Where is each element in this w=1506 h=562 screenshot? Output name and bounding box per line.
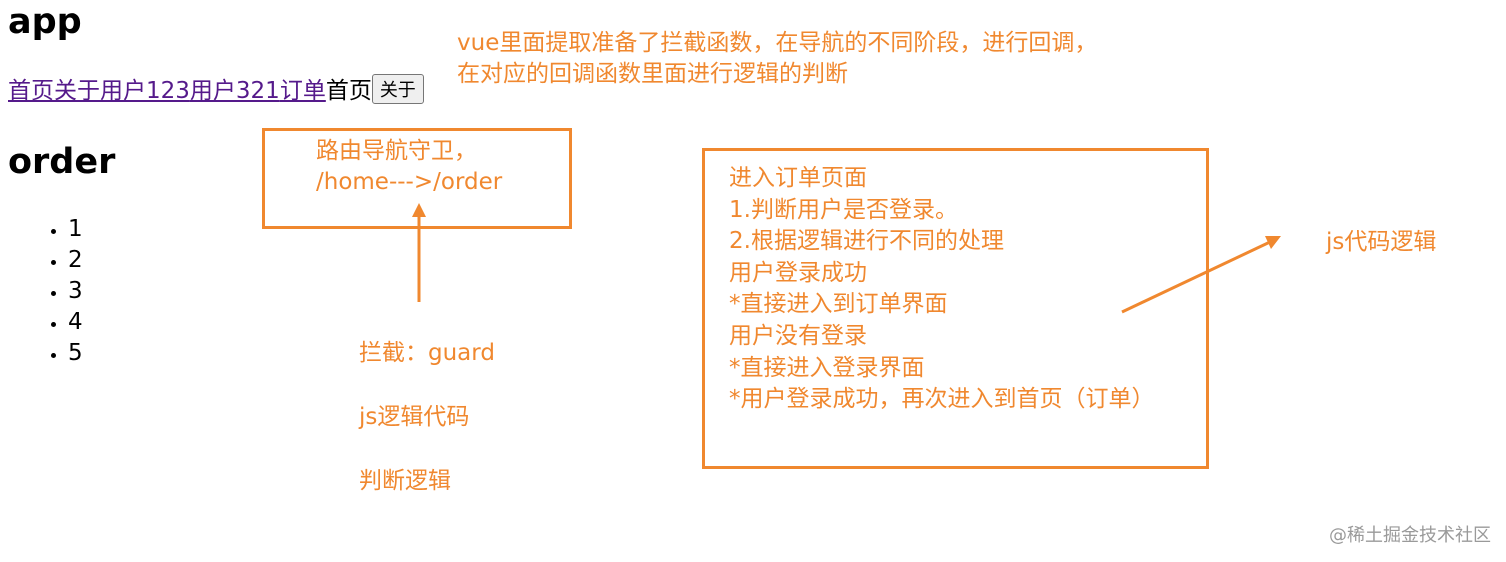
nav-home-text: 首页 <box>325 78 372 104</box>
guard-label: 拦截：guard <box>359 340 495 366</box>
top-annotation-line: vue里面提取准备了拦截函数，在导航的不同阶段，进行回调， <box>457 30 1098 56</box>
logic-line: *用户登录成功，再次进入到首页（订单） <box>729 386 1155 413</box>
watermark: @稀土掘金技术社区 <box>1329 525 1491 546</box>
logic-box <box>702 148 1209 469</box>
logic-line: 用户没有登录 <box>729 322 867 349</box>
logic-line: 1.判断用户是否登录。 <box>729 196 958 223</box>
list-item: 5 <box>68 338 83 369</box>
logic-line: 2.根据逻辑进行不同的处理 <box>729 228 1004 255</box>
list-item: 1 <box>68 214 83 245</box>
list-item: 4 <box>68 307 83 338</box>
list-item: 3 <box>68 276 83 307</box>
list-item: 2 <box>68 245 83 276</box>
order-list: 1 2 3 4 5 <box>8 214 83 369</box>
nav-bar: 首页关于用户123用户321订单首页关于 <box>8 73 424 107</box>
guard-label: js逻辑代码 <box>359 404 470 430</box>
guard-box <box>262 128 572 229</box>
logic-line: *直接进入登录界面 <box>729 354 925 381</box>
nav-link-about[interactable]: 关于 <box>54 78 100 104</box>
logic-box-text: 进入订单页面 1.判断用户是否登录。 2.根据逻辑进行不同的处理 用户登录成功 … <box>729 163 1155 416</box>
guard-label: 判断逻辑 <box>359 468 451 494</box>
guard-box-line: 路由导航守卫， <box>316 138 477 164</box>
about-button[interactable]: 关于 <box>371 73 424 104</box>
guard-box-line: /home--->/order <box>316 169 503 195</box>
logic-line: 用户登录成功 <box>729 259 867 286</box>
guard-box-text: 路由导航守卫， /home--->/order <box>316 136 502 198</box>
app-title: app <box>8 2 82 42</box>
nav-link-order[interactable]: 订单 <box>279 78 326 104</box>
nav-link-user-123[interactable]: 用户123 <box>100 78 190 104</box>
nav-link-home[interactable]: 首页 <box>8 78 54 104</box>
nav-link-user-321[interactable]: 用户321 <box>189 78 280 104</box>
top-annotation: vue里面提取准备了拦截函数，在导航的不同阶段，进行回调， 在对应的回调函数里面… <box>457 28 1097 90</box>
guard-labels: 拦截：guard js逻辑代码 判断逻辑 <box>359 321 495 513</box>
logic-line: 进入订单页面 <box>729 165 867 191</box>
js-logic-note: js代码逻辑 <box>1326 229 1437 255</box>
top-annotation-line: 在对应的回调函数里面进行逻辑的判断 <box>457 61 848 87</box>
order-title: order <box>8 142 116 182</box>
logic-line: *直接进入到订单界面 <box>729 291 948 318</box>
